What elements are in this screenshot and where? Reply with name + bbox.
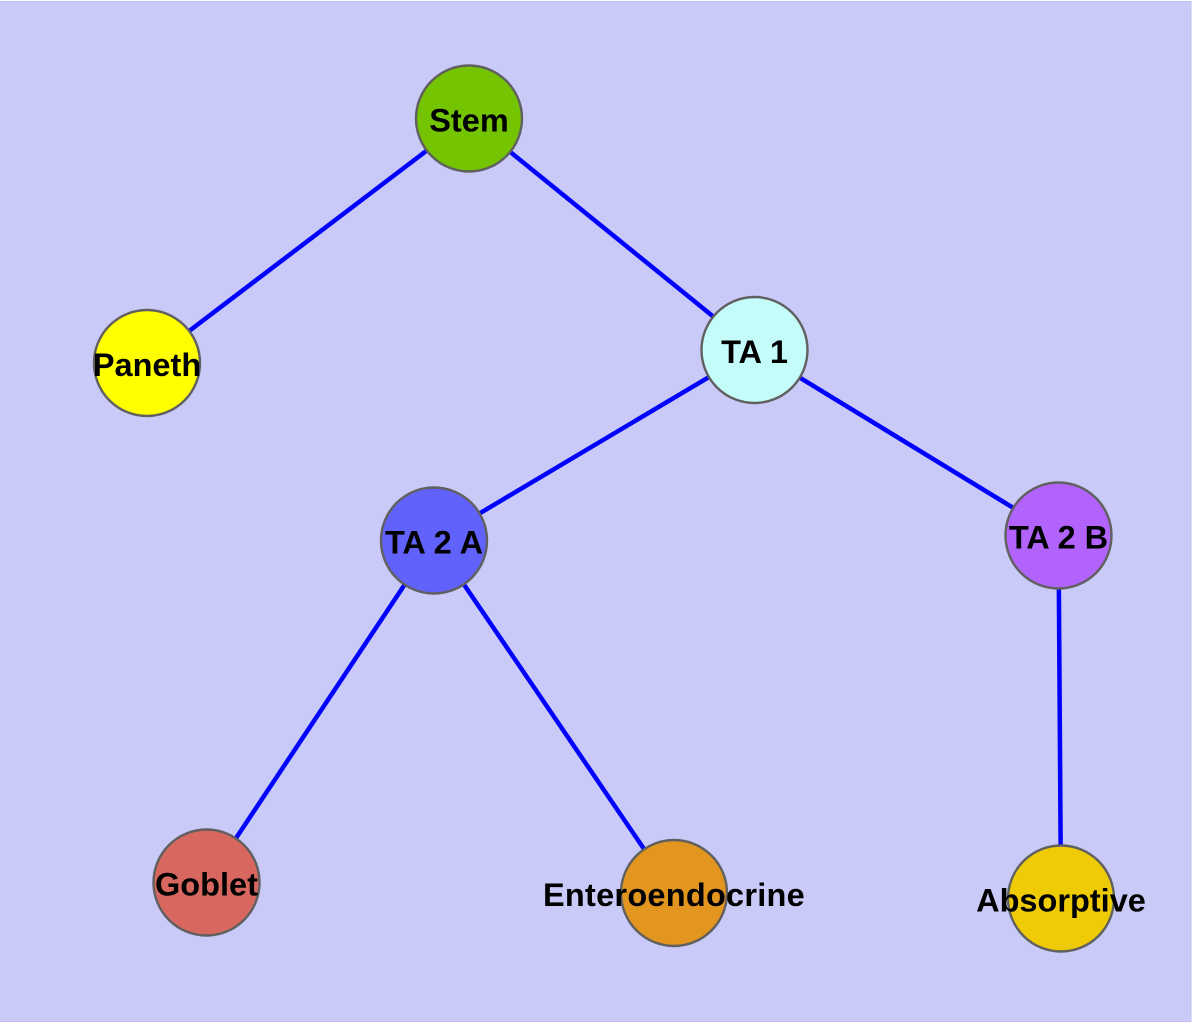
svg-text:TA 2 A: TA 2 A <box>385 525 483 561</box>
svg-text:Paneth: Paneth <box>93 347 201 383</box>
svg-text:Enteroendocrine: Enteroendocrine <box>543 877 805 913</box>
svg-text:Goblet: Goblet <box>155 867 258 903</box>
svg-text:Stem: Stem <box>429 103 508 139</box>
svg-text:TA 1: TA 1 <box>721 334 788 370</box>
svg-text:TA 2 B: TA 2 B <box>1009 520 1108 556</box>
svg-text:Absorptive: Absorptive <box>976 883 1146 919</box>
